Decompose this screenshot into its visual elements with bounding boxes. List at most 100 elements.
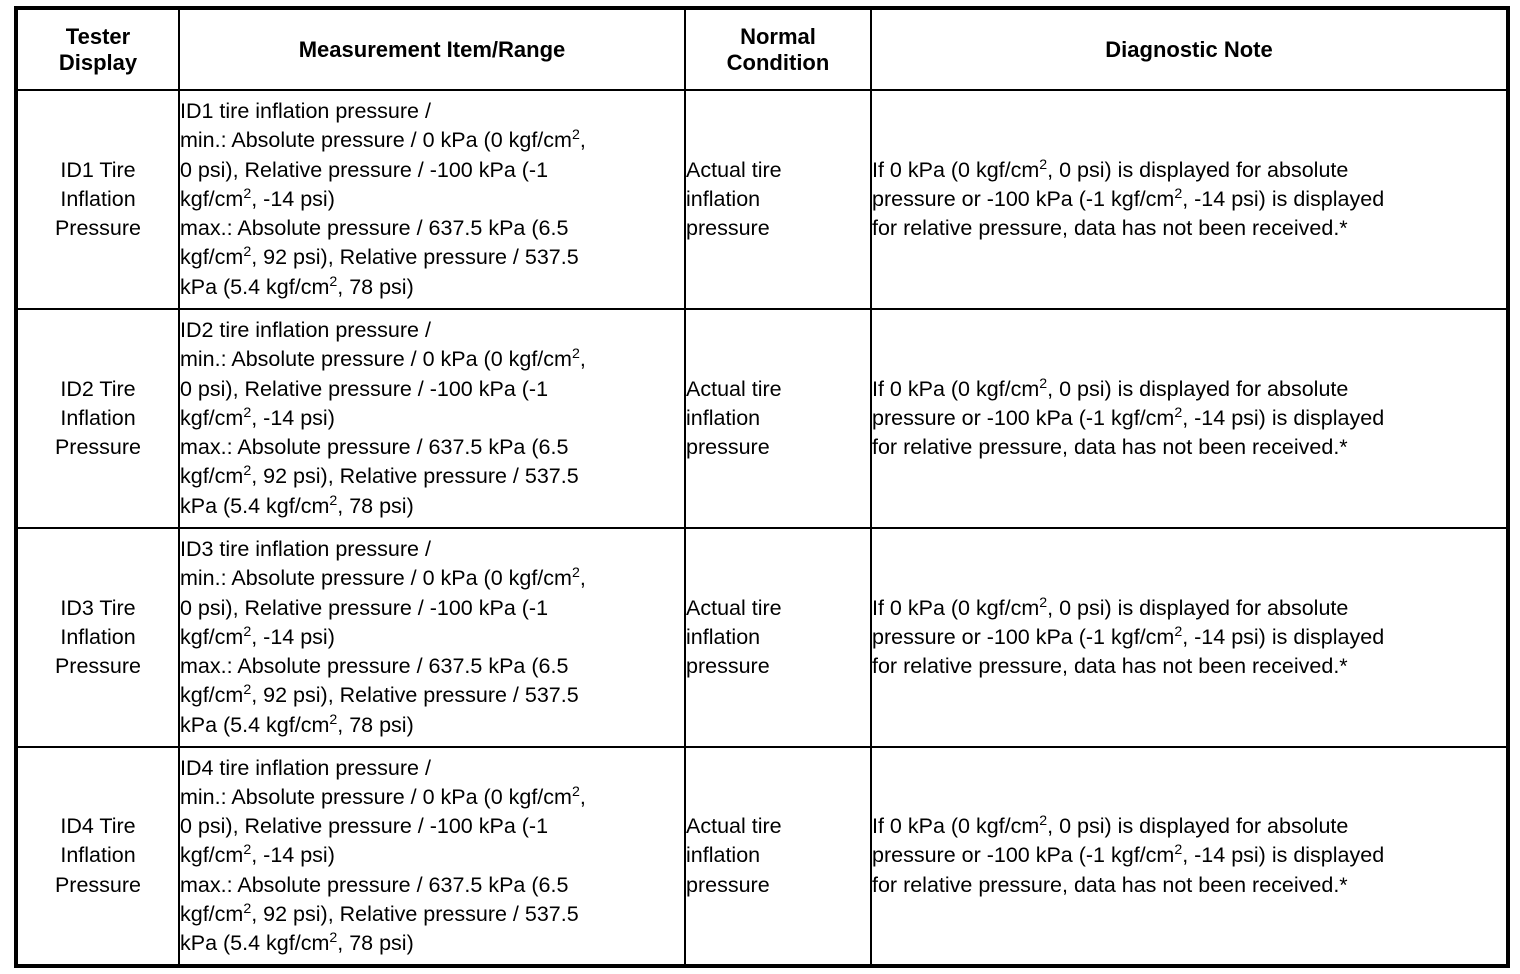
- measurement-line6-superscript: 2: [243, 682, 252, 699]
- measurement-line2-superscript: 2: [571, 565, 580, 582]
- measurement-line7-superscript: 2: [329, 273, 338, 290]
- tester-display-line1: ID2 Tire: [60, 376, 136, 401]
- measurement-line4-superscript: 2: [243, 404, 252, 421]
- normal-condition-line1: Actual tire: [686, 814, 782, 839]
- table-row: ID4 Tire Inflation Pressure ID4 tire inf…: [15, 746, 1509, 967]
- measurement-line2-text: min.: Absolute pressure / 0 kPa (0 kgf/c…: [180, 784, 572, 809]
- diagnostic-note-line1-superscript: 2: [1039, 594, 1048, 611]
- diagnostic-note-line1-tail: , 0 psi) is displayed for absolute: [1047, 376, 1349, 401]
- measurement-line4-superscript: 2: [243, 185, 252, 202]
- measurement-line4: kgf/cm2, -14 psi): [180, 623, 684, 652]
- measurement-line5: max.: Absolute pressure / 637.5 kPa (6.5: [180, 216, 569, 241]
- measurement-line6-text: kgf/cm: [180, 683, 244, 708]
- diagnostic-note-line2: pressure or -100 kPa (-1 kgf/cm2, -14 ps…: [872, 841, 1506, 870]
- measurement-line2-superscript: 2: [571, 346, 580, 363]
- diagnostic-note-line1-text: If 0 kPa (0 kgf/cm: [872, 814, 1040, 839]
- tester-display-line2: Inflation: [60, 843, 136, 868]
- column-header-normal-condition: Normal Condition: [684, 7, 872, 91]
- measurement-line3: 0 psi), Relative pressure / -100 kPa (-1: [180, 376, 549, 401]
- measurement-line5: max.: Absolute pressure / 637.5 kPa (6.5: [180, 435, 569, 460]
- measurement-line7-text: kPa (5.4 kgf/cm: [180, 493, 330, 518]
- measurement-line7-tail: , 78 psi): [337, 931, 414, 956]
- header-tester-display-line2: Display: [58, 49, 138, 75]
- table-body: ID1 Tire Inflation Pressure ID1 tire inf…: [15, 89, 1509, 967]
- measurement-line6-text: kgf/cm: [180, 245, 244, 270]
- diagnostic-note-line2-text: pressure or -100 kPa (-1 kgf/cm: [872, 186, 1175, 211]
- measurement-line6-text: kgf/cm: [180, 464, 244, 489]
- measurement-line6: kgf/cm2, 92 psi), Relative pressure / 53…: [180, 243, 684, 272]
- measurement-line4-tail: , -14 psi): [251, 843, 335, 868]
- diagnostic-note-line1: If 0 kPa (0 kgf/cm2, 0 psi) is displayed…: [872, 594, 1506, 623]
- diagnostic-note-line2-superscript: 2: [1174, 623, 1183, 640]
- measurement-line2: min.: Absolute pressure / 0 kPa (0 kgf/c…: [180, 345, 684, 374]
- cell-normal-condition: Actual tire inflation pressure: [684, 527, 872, 748]
- cell-tester-display: ID4 Tire Inflation Pressure: [15, 746, 180, 967]
- cell-tester-display: ID2 Tire Inflation Pressure: [15, 308, 180, 529]
- normal-condition-line2: inflation: [686, 624, 761, 649]
- measurement-line7: kPa (5.4 kgf/cm2, 78 psi): [180, 711, 684, 740]
- diagnostic-note-line3: for relative pressure, data has not been…: [872, 654, 1348, 679]
- measurement-line6-superscript: 2: [243, 244, 252, 261]
- measurement-line6-tail: , 92 psi), Relative pressure / 537.5: [251, 683, 579, 708]
- measurement-line2: min.: Absolute pressure / 0 kPa (0 kgf/c…: [180, 126, 684, 155]
- cell-normal-condition: Actual tire inflation pressure: [684, 89, 872, 310]
- normal-condition-line3: pressure: [686, 654, 770, 679]
- measurement-line2-tail: ,: [579, 128, 586, 153]
- measurement-line7-text: kPa (5.4 kgf/cm: [180, 712, 330, 737]
- cell-normal-condition: Actual tire inflation pressure: [684, 308, 872, 529]
- cell-tester-display: ID1 Tire Inflation Pressure: [15, 89, 180, 310]
- diagnostic-note-line1-tail: , 0 psi) is displayed for absolute: [1047, 157, 1349, 182]
- measurement-line4-tail: , -14 psi): [251, 405, 335, 430]
- tester-display-line2: Inflation: [60, 624, 136, 649]
- diagnostic-note-line1-superscript: 2: [1039, 156, 1048, 173]
- diagnostic-note-line2-tail: , -14 psi) is displayed: [1182, 186, 1385, 211]
- diagnostic-note-line3: for relative pressure, data has not been…: [872, 872, 1348, 897]
- measurement-line7-tail: , 78 psi): [337, 712, 414, 737]
- measurement-line7: kPa (5.4 kgf/cm2, 78 psi): [180, 929, 684, 958]
- diagnostic-note-line3: for relative pressure, data has not been…: [872, 216, 1348, 241]
- measurement-line5: max.: Absolute pressure / 637.5 kPa (6.5: [180, 872, 569, 897]
- cell-measurement-item-range: ID2 tire inflation pressure / min.: Abso…: [178, 308, 686, 529]
- measurement-line6-superscript: 2: [243, 463, 252, 480]
- table-row: ID3 Tire Inflation Pressure ID3 tire inf…: [15, 527, 1509, 748]
- header-tester-display-line1: Tester: [65, 23, 131, 49]
- measurement-line2-superscript: 2: [571, 127, 580, 144]
- measurement-line6: kgf/cm2, 92 psi), Relative pressure / 53…: [180, 900, 684, 929]
- measurement-line7: kPa (5.4 kgf/cm2, 78 psi): [180, 273, 684, 302]
- column-header-measurement-item-range: Measurement Item/Range: [178, 7, 686, 91]
- measurement-line6-tail: , 92 psi), Relative pressure / 537.5: [251, 245, 579, 270]
- diagnostic-note-line2-superscript: 2: [1174, 185, 1183, 202]
- column-header-diagnostic-note: Diagnostic Note: [870, 7, 1509, 91]
- diagnostic-note-line2-tail: , -14 psi) is displayed: [1182, 405, 1385, 430]
- diagnostic-note-line2-superscript: 2: [1174, 842, 1183, 859]
- measurement-line4-tail: , -14 psi): [251, 186, 335, 211]
- cell-measurement-item-range: ID1 tire inflation pressure / min.: Abso…: [178, 89, 686, 310]
- normal-condition-line1: Actual tire: [686, 157, 782, 182]
- cell-diagnostic-note: If 0 kPa (0 kgf/cm 2 , 0 psi) is displayed…: [870, 308, 1509, 529]
- diagnostic-note-line2-superscript: 2: [1174, 404, 1183, 421]
- measurement-line4-superscript: 2: [243, 623, 252, 640]
- measurement-line7-tail: , 78 psi): [337, 493, 414, 518]
- tester-display-line2: Inflation: [60, 186, 136, 211]
- header-row: Tester Display Measurement Item/Range No…: [15, 7, 1509, 91]
- diagnostic-note-line1-text: If 0 kPa (0 kgf/cm: [872, 376, 1040, 401]
- measurement-line3: 0 psi), Relative pressure / -100 kPa (-1: [180, 157, 549, 182]
- measurement-line1: ID2 tire inflation pressure /: [180, 318, 431, 343]
- column-header-tester-display: Tester Display: [15, 7, 180, 91]
- diagnostic-note-line1-superscript: 2: [1039, 812, 1048, 829]
- measurement-line2-text: min.: Absolute pressure / 0 kPa (0 kgf/c…: [180, 566, 572, 591]
- normal-condition-line3: pressure: [686, 872, 770, 897]
- tester-display-line1: ID3 Tire: [60, 595, 136, 620]
- measurement-line4: kgf/cm2, -14 psi): [180, 185, 684, 214]
- diagnostic-note-line2: pressure or -100 kPa (-1 kgf/cm2, -14 ps…: [872, 404, 1506, 433]
- tester-display-line1: ID1 Tire: [60, 157, 136, 182]
- header-normal-condition-line2: Condition: [726, 49, 830, 75]
- diagnostic-note-line2: pressure or -100 kPa (-1 kgf/cm2, -14 ps…: [872, 623, 1506, 652]
- measurement-line7-text: kPa (5.4 kgf/cm: [180, 931, 330, 956]
- measurement-line3: 0 psi), Relative pressure / -100 kPa (-1: [180, 595, 549, 620]
- normal-condition-line3: pressure: [686, 216, 770, 241]
- measurement-line2-superscript: 2: [571, 783, 580, 800]
- diagnostic-note-line1-tail: , 0 psi) is displayed for absolute: [1047, 814, 1349, 839]
- measurement-line2-text: min.: Absolute pressure / 0 kPa (0 kgf/c…: [180, 347, 572, 372]
- measurement-line2: min.: Absolute pressure / 0 kPa (0 kgf/c…: [180, 783, 684, 812]
